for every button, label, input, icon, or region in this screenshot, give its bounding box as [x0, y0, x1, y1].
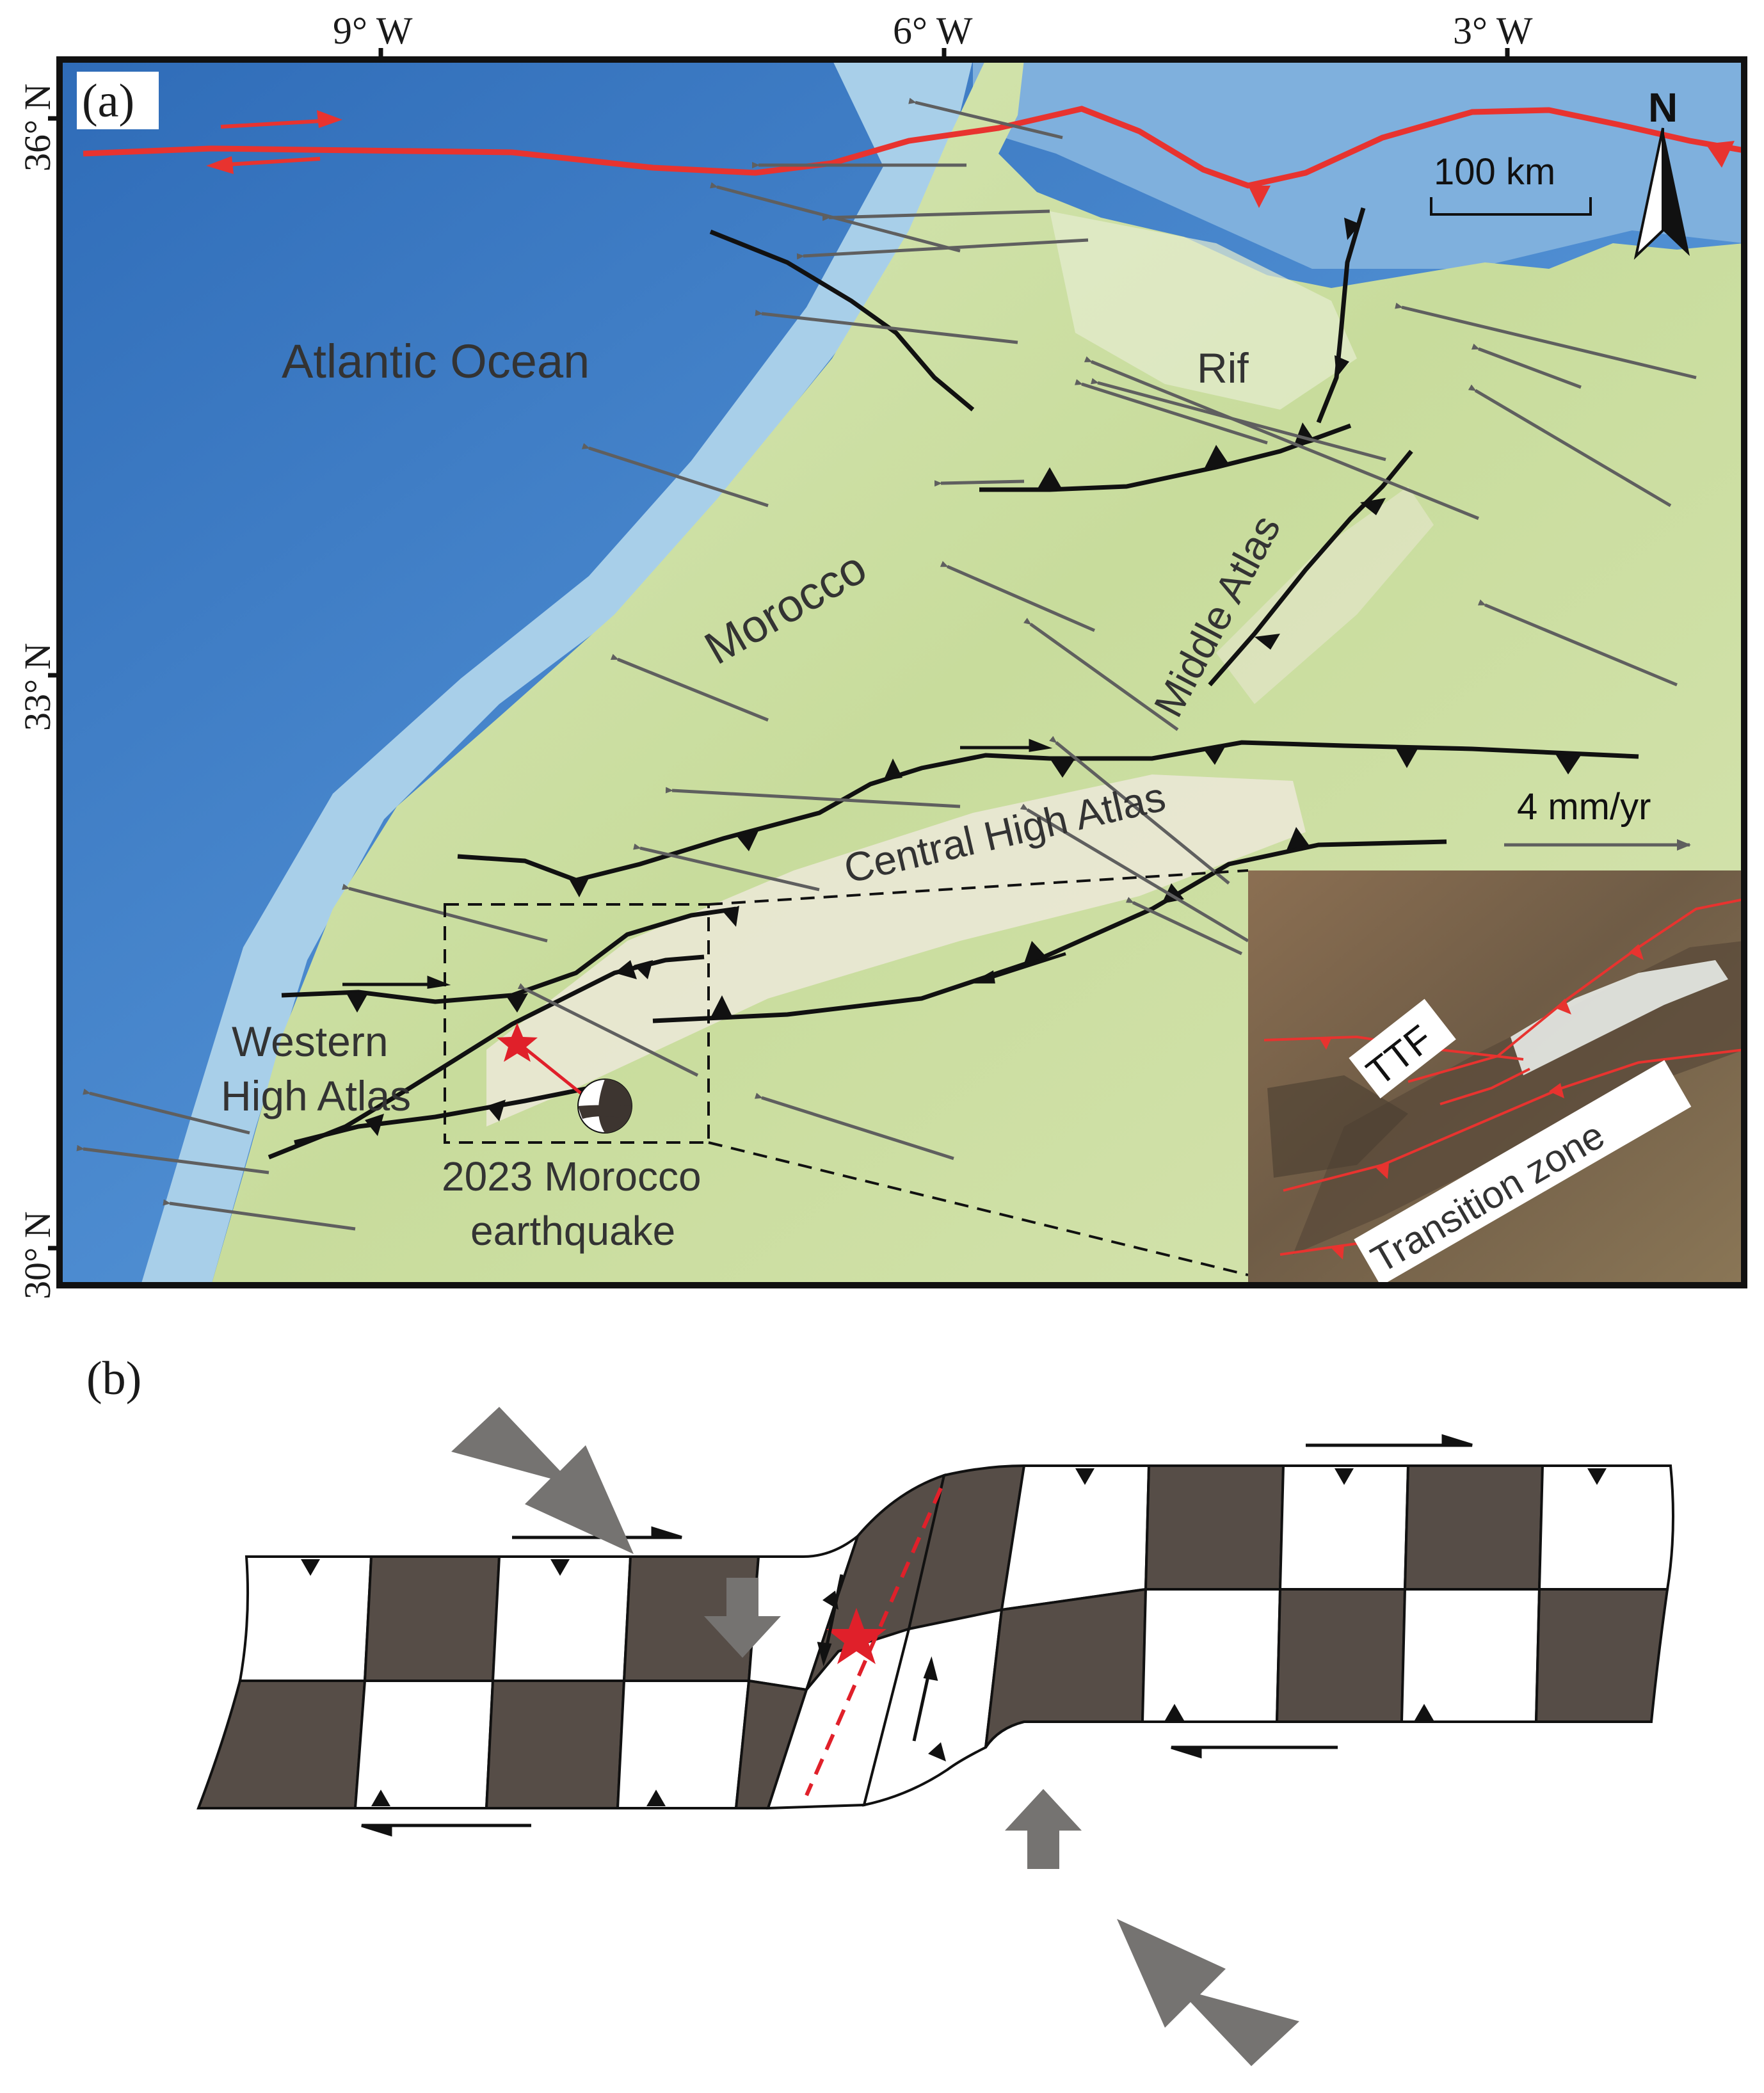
rupture-line: [805, 1487, 943, 1797]
right-block: [984, 1464, 1674, 1749]
lon-tick-3w: 3° W: [1453, 10, 1533, 52]
epicenter-link: [516, 1041, 584, 1096]
bend-slip-arrows: [817, 1574, 938, 1742]
relief-rif: [1050, 211, 1357, 410]
lat-tick-36n: 36° N: [17, 83, 58, 172]
study-area-box: [444, 903, 710, 1144]
label-atlantic: Atlantic Ocean: [282, 335, 589, 388]
fault-teeth: [346, 218, 1581, 1136]
lon-tick-6w: 6° W: [893, 10, 973, 52]
epicenter-star: [497, 1023, 538, 1062]
north-arrow: N: [1633, 84, 1690, 260]
scale-bar: 100 km: [1430, 151, 1592, 216]
lon-tick-9w: 9° W: [333, 10, 413, 52]
velocity-scale: 4 mm/yr: [1504, 786, 1691, 851]
inset-link-top: [708, 869, 1249, 906]
shear-arrows: [361, 1434, 1473, 1837]
map-panel: TTF Transition zone Atlantic Ocean Rif M…: [17, 10, 1747, 1299]
schematic-panel: (b): [86, 1352, 1674, 2066]
slip-arrows: [342, 739, 1066, 989]
plate-boundary: [83, 106, 1744, 208]
compression-arrows: [451, 1407, 1299, 2066]
bend-zone: [734, 1464, 1026, 1810]
velocity-scale-label: 4 mm/yr: [1517, 786, 1651, 828]
label-western-high-atlas-1: Western: [232, 1018, 389, 1065]
label-western-high-atlas-2: High Atlas: [221, 1072, 411, 1119]
lat-tick-33n: 33° N: [17, 643, 58, 731]
lon-ticks: [378, 48, 1510, 60]
north-label: N: [1648, 84, 1678, 131]
label-quake-2: earthquake: [470, 1208, 675, 1254]
lat-tick-30n: 30° N: [17, 1211, 58, 1299]
panel-b-label: (b): [86, 1352, 141, 1405]
focal-mechanism: [577, 1079, 632, 1134]
subduction-tooth: [1706, 141, 1735, 168]
subduction-tooth: [1248, 186, 1271, 208]
scale-bar-label: 100 km: [1434, 151, 1555, 193]
shelf: [141, 60, 973, 1285]
gps-arrows: [76, 97, 1697, 1231]
label-quake-1: 2023 Morocco: [442, 1153, 702, 1199]
inset-link-bottom: [708, 1141, 1249, 1276]
left-block: [196, 1555, 760, 1809]
lat-ticks: [48, 116, 60, 1251]
panel-a-label: (a): [82, 75, 134, 127]
map-frame: [56, 56, 1747, 1288]
block-teeth: [301, 1468, 1607, 1806]
relief-high-atlas: [486, 774, 1306, 1127]
inset-image: TTF Transition zone: [1248, 870, 1744, 1285]
epicenter-star-b: [826, 1608, 886, 1664]
label-rif: Rif: [1197, 344, 1249, 392]
